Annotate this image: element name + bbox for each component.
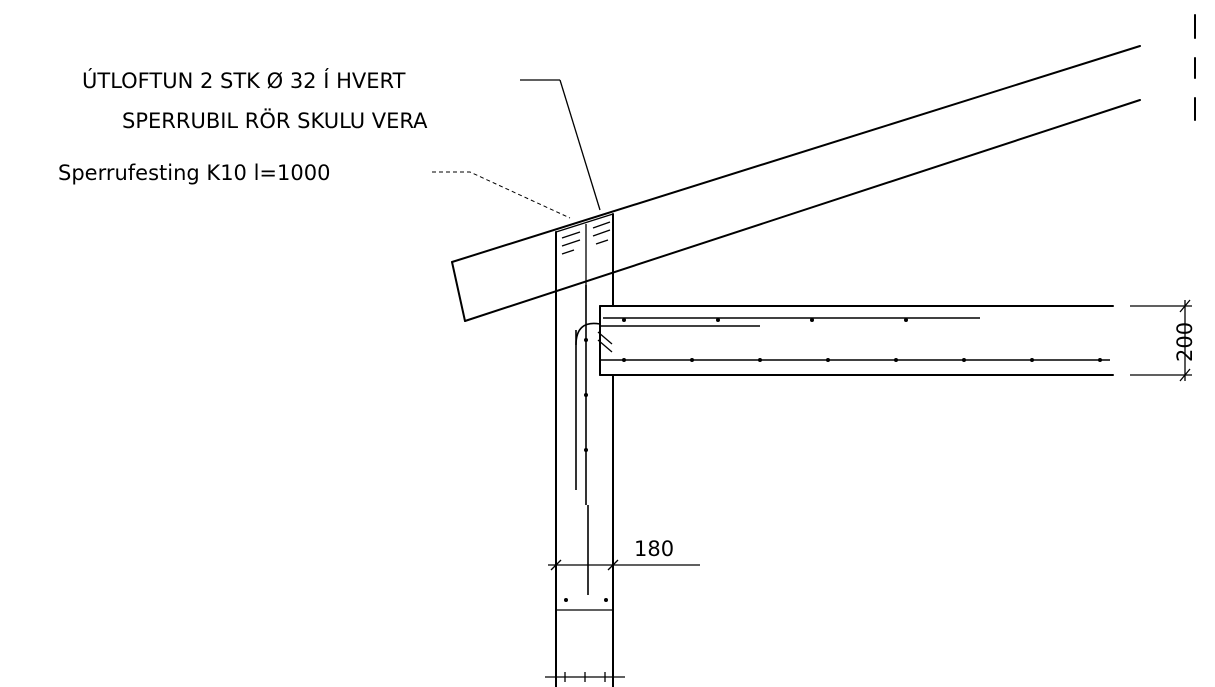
rebar-dots	[564, 318, 1102, 602]
concrete-wall	[545, 213, 625, 687]
dim-label-200: 200	[1173, 322, 1197, 362]
vent-note-line1: ÚTLOFTUN 2 STK Ø 32 Í HVERT	[82, 68, 406, 93]
dimension-wall-180	[548, 555, 700, 575]
rafter-fixing-note: Sperrufesting K10 l=1000	[58, 161, 330, 185]
roof-rafter	[451, 45, 1141, 322]
rafter-fixing-marks	[561, 221, 611, 255]
leader-lines	[432, 79, 601, 219]
floor-slab	[599, 305, 1114, 376]
dimension-slab-200	[1130, 299, 1192, 382]
vent-note-line2: SPERRUBIL RÖR SKULU VERA	[122, 108, 428, 133]
reinforcement	[575, 285, 1110, 595]
dim-label-180: 180	[634, 537, 674, 561]
